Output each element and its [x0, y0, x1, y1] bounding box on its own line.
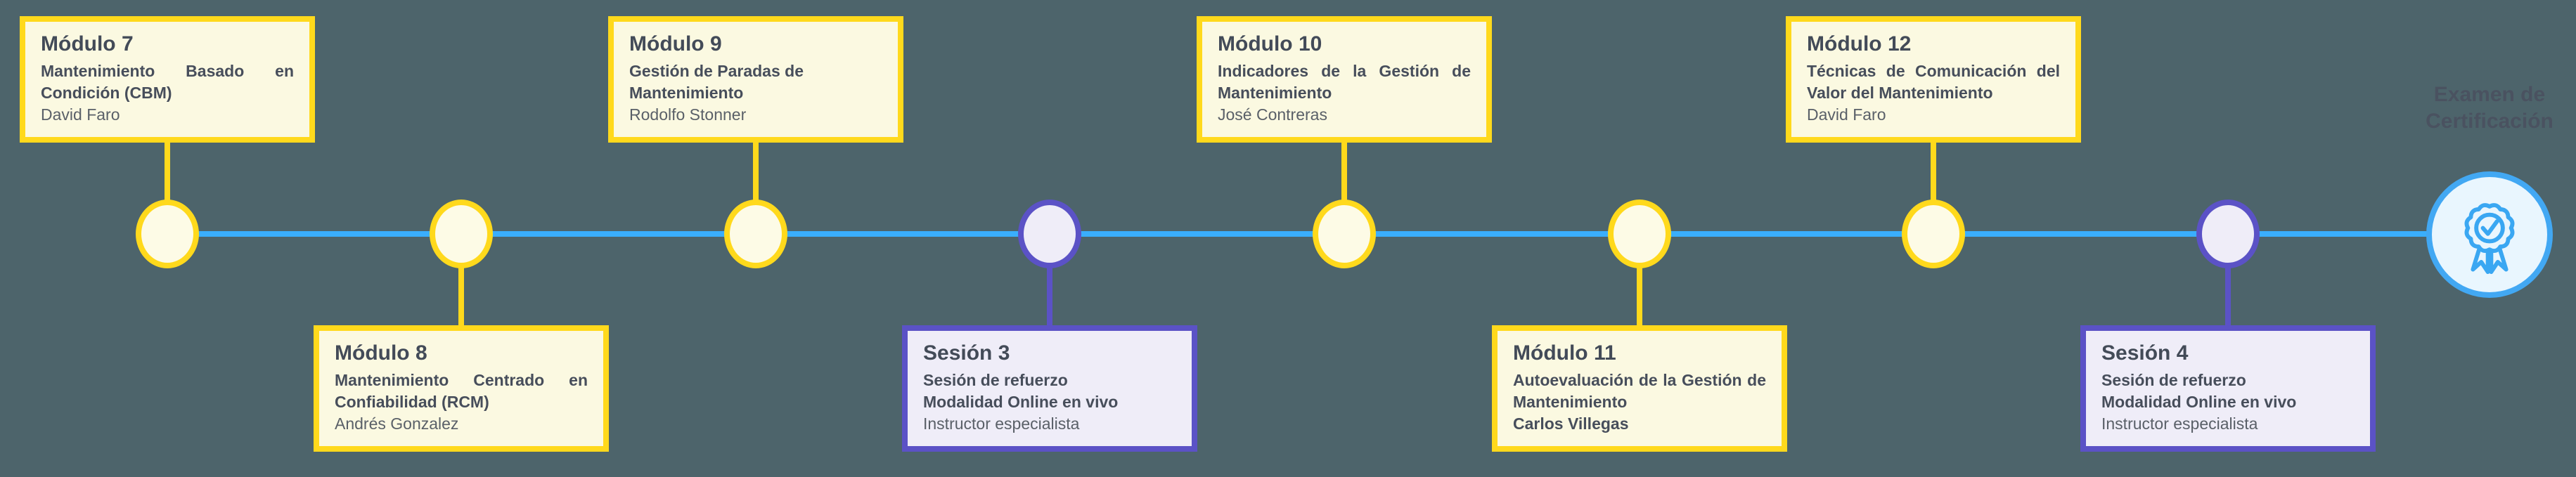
- card-title: Módulo 8: [335, 341, 427, 365]
- card-title: Módulo 12: [1807, 32, 1912, 55]
- card-subtitle-line1: Sesión de refuerzo: [923, 371, 1068, 389]
- timeline-node-modulo-7: [136, 200, 199, 268]
- card-title: Sesión 4: [2101, 341, 2189, 365]
- connector-modulo-10: [1341, 139, 1347, 205]
- exam-label: Examen de Certificación: [2426, 83, 2554, 133]
- connector-sesion-3: [1047, 266, 1052, 327]
- card-sesion-4: Sesión 4 Sesión de refuerzo Modalidad On…: [2080, 325, 2376, 452]
- connector-modulo-8: [458, 266, 464, 327]
- card-person: José Contreras: [1218, 105, 1327, 124]
- card-person: David Faro: [41, 105, 120, 124]
- connector-modulo-7: [165, 139, 170, 205]
- medal-check-icon: [2448, 193, 2531, 276]
- exam-circle: [2426, 171, 2553, 298]
- card-person: Instructor especialista: [2101, 414, 2258, 433]
- card-modulo-9: Módulo 9 Gestión de Paradas de Mantenimi…: [608, 16, 903, 143]
- timeline-node-modulo-8: [430, 200, 493, 268]
- card-title: Módulo 7: [41, 32, 134, 55]
- connector-modulo-12: [1931, 139, 1936, 205]
- timeline-node-sesion-3: [1018, 200, 1081, 268]
- card-title: Módulo 10: [1218, 32, 1322, 55]
- connector-modulo-9: [753, 139, 759, 205]
- card-subtitle: Técnicas de Comunicación del Valor del M…: [1807, 62, 2060, 102]
- timeline-node-sesion-4: [2196, 200, 2260, 268]
- card-title: Módulo 9: [629, 32, 722, 55]
- card-person: Instructor especialista: [923, 414, 1080, 433]
- timeline-node-modulo-9: [724, 200, 787, 268]
- connector-sesion-4: [2225, 266, 2231, 327]
- card-subtitle-line2: Modalidad Online en vivo: [923, 392, 1119, 411]
- card-modulo-8: Módulo 8 Mantenimiento Centrado en Confi…: [314, 325, 609, 452]
- card-subtitle: Gestión de Paradas de Mantenimiento: [629, 62, 804, 102]
- card-modulo-12: Módulo 12 Técnicas de Comunicación del V…: [1786, 16, 2081, 143]
- timeline-node-modulo-11: [1608, 200, 1671, 268]
- card-modulo-10: Módulo 10 Indicadores de la Gestión de M…: [1197, 16, 1492, 143]
- card-subtitle: Mantenimiento Basado en Condición (CBM): [41, 62, 294, 102]
- card-person: Carlos Villegas: [1513, 414, 1629, 433]
- card-subtitle-line2: Modalidad Online en vivo: [2101, 392, 2297, 411]
- card-subtitle-line1: Sesión de refuerzo: [2101, 371, 2246, 389]
- card-person: David Faro: [1807, 105, 1886, 124]
- card-title: Sesión 3: [923, 341, 1010, 365]
- card-person: Andrés Gonzalez: [335, 414, 459, 433]
- connector-modulo-11: [1637, 266, 1642, 327]
- timeline-line: [167, 231, 2433, 237]
- timeline-node-modulo-10: [1313, 200, 1376, 268]
- card-subtitle: Mantenimiento Centrado en Confiabilidad …: [335, 371, 588, 411]
- card-subtitle: Autoevaluación de la Gestión de Mantenim…: [1513, 371, 1766, 411]
- card-person: Rodolfo Stonner: [629, 105, 747, 124]
- card-sesion-3: Sesión 3 Sesión de refuerzo Modalidad On…: [902, 325, 1197, 452]
- timeline-node-modulo-12: [1902, 200, 1965, 268]
- card-modulo-11: Módulo 11 Autoevaluación de la Gestión d…: [1492, 325, 1787, 452]
- card-title: Módulo 11: [1513, 341, 1616, 365]
- card-modulo-7: Módulo 7 Mantenimiento Basado en Condici…: [20, 16, 315, 143]
- card-subtitle: Indicadores de la Gestión de Mantenimien…: [1218, 62, 1471, 102]
